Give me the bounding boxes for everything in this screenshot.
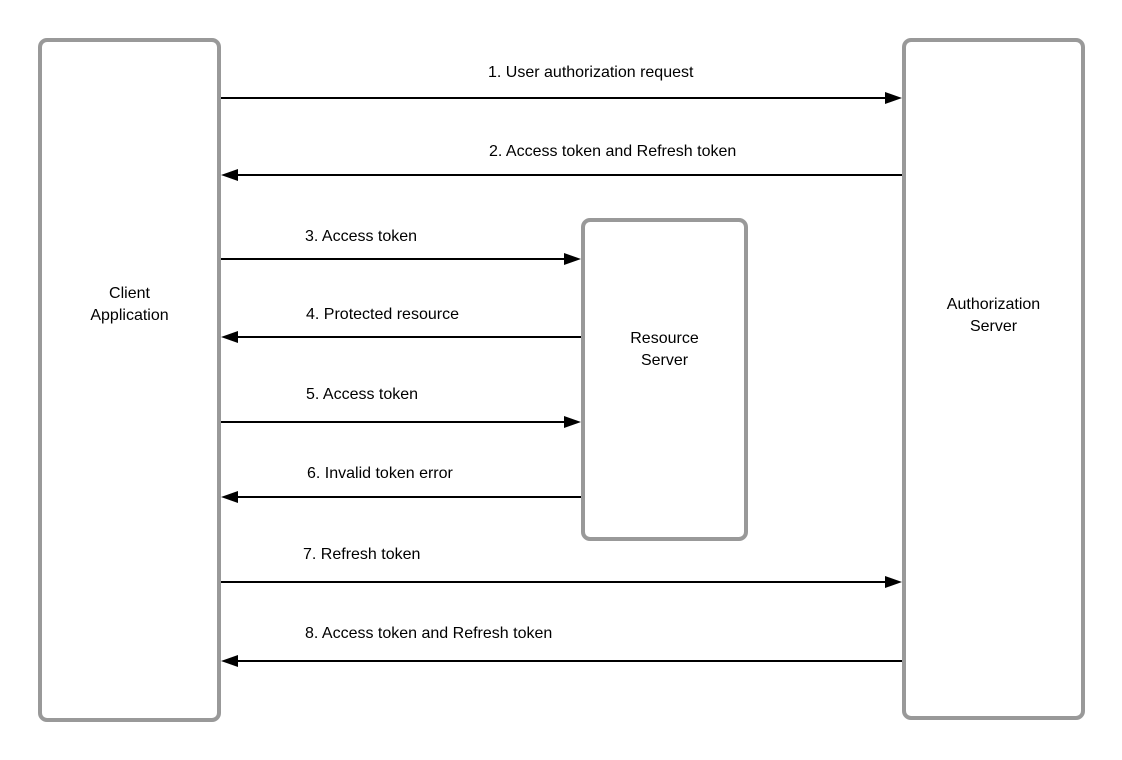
arrow-line-3: [221, 258, 565, 260]
arrowhead-right-icon-1: [885, 92, 902, 104]
arrow-line-6: [237, 496, 581, 498]
arrowhead-right-icon-5: [564, 416, 581, 428]
arrow-label-3: 3. Access token: [305, 228, 418, 245]
resource-server-label: Resource Server: [630, 330, 699, 369]
arrowhead-left-icon-2: [221, 169, 238, 181]
arrow-line-4: [237, 336, 581, 338]
arrow-label-4: 4. Protected resource: [306, 306, 459, 323]
arrow-line-2: [237, 174, 902, 176]
arrowhead-left-icon-8: [221, 655, 238, 667]
arrow-label-7: 7. Refresh token: [303, 546, 421, 563]
arrowhead-right-icon-3: [564, 253, 581, 265]
arrow-label-8: 8. Access token and Refresh token: [305, 625, 553, 642]
arrow-label-1: 1. User authorization request: [488, 64, 694, 81]
arrow-line-8: [237, 660, 902, 662]
client-application-box: [38, 38, 221, 722]
arrowhead-left-icon-6: [221, 491, 238, 503]
arrow-line-7: [221, 581, 886, 583]
arrow-line-1: [221, 97, 886, 99]
authorization-server-box: [902, 38, 1085, 720]
arrow-label-2: 2. Access token and Refresh token: [489, 143, 737, 160]
authorization-server-label: Authorization Server: [946, 296, 1041, 335]
resource-server-box: [581, 218, 748, 541]
arrowhead-left-icon-4: [221, 331, 238, 343]
arrowhead-right-icon-7: [885, 576, 902, 588]
arrow-line-5: [221, 421, 565, 423]
arrow-label-5: 5. Access token: [306, 386, 419, 403]
arrow-label-6: 6. Invalid token error: [307, 465, 453, 482]
client-application-label: Client Application: [90, 285, 169, 324]
